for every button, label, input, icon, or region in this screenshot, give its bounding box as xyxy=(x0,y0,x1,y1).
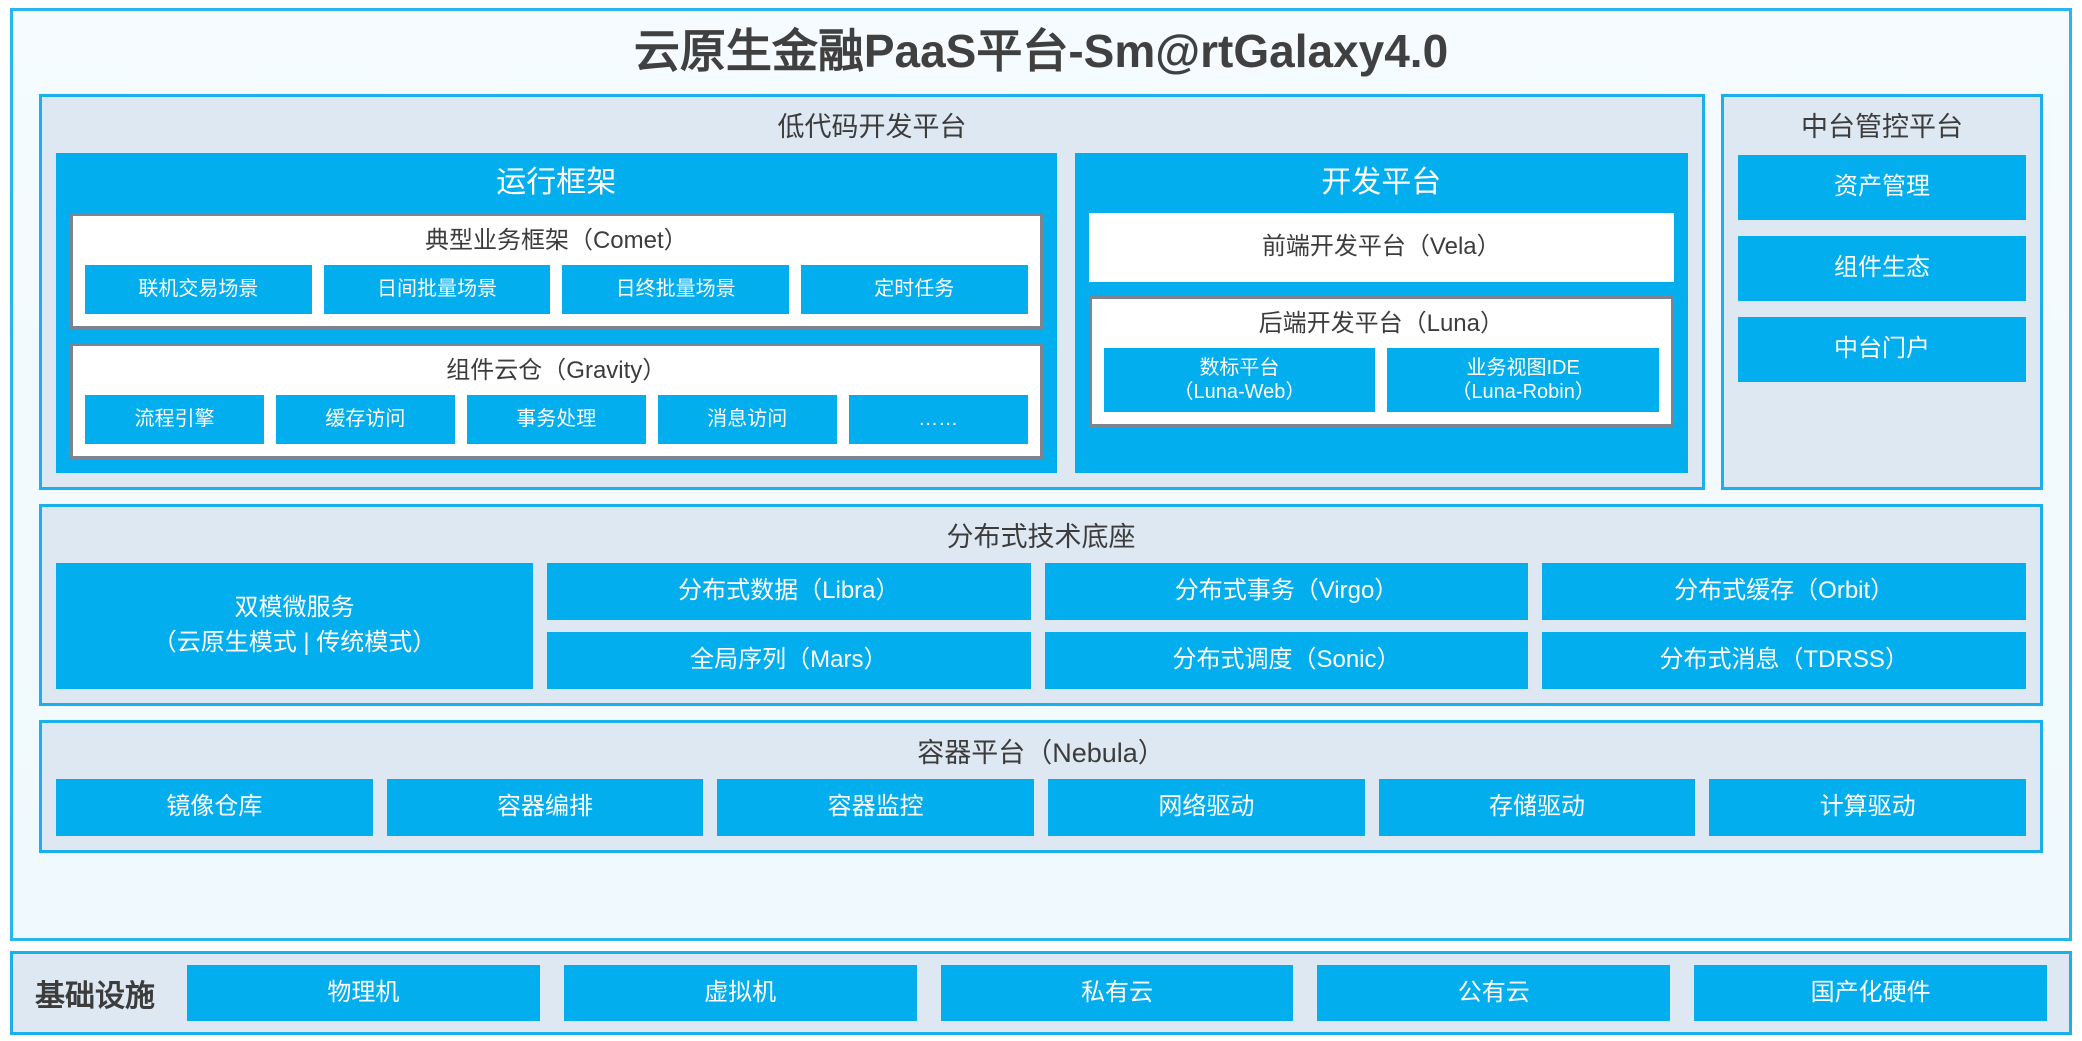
runtime-framework-card: 运行框架 典型业务框架（Comet） 联机交易场景 日间批量场景 日终批量场景 … xyxy=(56,153,1057,473)
devplat-spacer xyxy=(1089,282,1674,296)
distributed-base-title: 分布式技术底座 xyxy=(946,521,1136,552)
gravity-chip-message-access[interactable]: 消息访问 xyxy=(657,394,837,444)
comet-title: 典型业务框架（Comet） xyxy=(424,227,688,255)
luna-chip-luna-web[interactable]: 数标平台 （Luna-Web） xyxy=(1103,347,1376,412)
lowcode-platform-panel: 低代码开发平台 运行框架 典型业务框架（Comet） 联机交易场景 日间批量场景… xyxy=(39,93,1705,490)
midoffice-chip-portal[interactable]: 中台门户 xyxy=(1738,316,2026,382)
infrastructure-chip-list: 物理机 虚拟机 私有云 公有云 国产化硬件 xyxy=(187,964,2047,1022)
infra-chip-physical-machine[interactable]: 物理机 xyxy=(187,964,540,1022)
distributed-column-1: 分布式数据（Libra） 全局序列（Mars） xyxy=(547,563,1031,689)
luna-web-line1: 数标平台 xyxy=(1199,356,1280,379)
gravity-chip-list: 流程引擎 缓存访问 事务处理 消息访问 …… xyxy=(85,394,1028,444)
comet-chip-intraday-batch[interactable]: 日间批量场景 xyxy=(323,265,551,315)
comet-box: 典型业务框架（Comet） 联机交易场景 日间批量场景 日终批量场景 定时任务 xyxy=(70,213,1043,330)
main-architecture-frame: 云原生金融PaaS平台-Sm@rtGalaxy4.0 低代码开发平台 运行框架 … xyxy=(10,8,2072,941)
runtime-spacer xyxy=(70,329,1043,343)
infrastructure-label: 基础设施 xyxy=(35,980,155,1013)
infra-chip-domestic-hardware[interactable]: 国产化硬件 xyxy=(1694,964,2047,1022)
luna-backend-title: 后端开发平台（Luna） xyxy=(1258,310,1504,338)
comet-chip-eod-batch[interactable]: 日终批量场景 xyxy=(562,265,789,315)
gravity-title: 组件云仓（Gravity） xyxy=(446,357,667,385)
distributed-column-2: 分布式事务（Virgo） 分布式调度（Sonic） xyxy=(1044,563,1529,689)
gravity-chip-cache-access[interactable]: 缓存访问 xyxy=(275,394,455,444)
luna-backend-box: 后端开发平台（Luna） 数标平台 （Luna-Web） 业务视图IDE （Lu… xyxy=(1088,296,1674,427)
vela-frontend-box[interactable]: 前端开发平台（Vela） xyxy=(1088,213,1674,283)
container-platform-title: 容器平台（Nebula） xyxy=(917,737,1165,768)
midoffice-chip-asset-management[interactable]: 资产管理 xyxy=(1738,155,2026,221)
dist-chip-virgo[interactable]: 分布式事务（Virgo） xyxy=(1044,563,1529,621)
gravity-box: 组件云仓（Gravity） 流程引擎 缓存访问 事务处理 消息访问 …… xyxy=(70,343,1043,459)
dual-mode-microservice-box[interactable]: 双模微服务 （云原生模式 | 传统模式） xyxy=(56,563,533,689)
luna-chip-list: 数标平台 （Luna-Web） 业务视图IDE （Luna-Robin） xyxy=(1103,347,1659,412)
gravity-chip-transaction-processing[interactable]: 事务处理 xyxy=(466,394,646,444)
infrastructure-bar: 基础设施 物理机 虚拟机 私有云 公有云 国产化硬件 xyxy=(10,951,2072,1035)
container-chip-network-driver[interactable]: 网络驱动 xyxy=(1048,779,1365,837)
infra-chip-public-cloud[interactable]: 公有云 xyxy=(1317,964,1671,1022)
comet-chip-online-transaction[interactable]: 联机交易场景 xyxy=(85,265,312,315)
dist-chip-libra[interactable]: 分布式数据（Libra） xyxy=(547,563,1031,621)
row-spacer-1 xyxy=(39,490,2043,504)
luna-robin-line1: 业务视图IDE xyxy=(1466,356,1580,379)
luna-chip-luna-robin[interactable]: 业务视图IDE （Luna-Robin） xyxy=(1387,347,1659,412)
comet-chip-list: 联机交易场景 日间批量场景 日终批量场景 定时任务 xyxy=(85,265,1028,315)
dual-mode-line2: （云原生模式 | 传统模式） xyxy=(152,629,437,657)
page-title: 云原生金融PaaS平台-Sm@rtGalaxy4.0 xyxy=(633,25,1449,77)
luna-robin-line2: （Luna-Robin） xyxy=(1451,380,1595,403)
dual-mode-line1: 双模微服务 xyxy=(234,594,355,622)
infra-chip-virtual-machine[interactable]: 虚拟机 xyxy=(563,964,917,1022)
midoffice-chip-component-ecosystem[interactable]: 组件生态 xyxy=(1738,236,2026,301)
midoffice-control-panel: 中台管控平台 资产管理 组件生态 中台门户 xyxy=(1721,93,2043,490)
distributed-base-body: 双模微服务 （云原生模式 | 传统模式） 分布式数据（Libra） 全局序列（M… xyxy=(56,563,2027,689)
lowcode-platform-title: 低代码开发平台 xyxy=(777,111,967,142)
container-platform-panel: 容器平台（Nebula） 镜像仓库 容器编排 容器监控 网络驱动 存储驱动 计算… xyxy=(39,719,2043,854)
midoffice-chip-list: 资产管理 组件生态 中台门户 xyxy=(1738,153,2026,473)
comet-chip-scheduled-task[interactable]: 定时任务 xyxy=(800,265,1028,315)
dist-chip-mars[interactable]: 全局序列（Mars） xyxy=(547,632,1031,689)
container-chip-compute-driver[interactable]: 计算驱动 xyxy=(1709,779,2027,837)
container-chip-storage-driver[interactable]: 存储驱动 xyxy=(1378,779,1696,837)
luna-web-line2: （Luna-Web） xyxy=(1173,380,1306,403)
dist-chip-sonic[interactable]: 分布式调度（Sonic） xyxy=(1044,632,1529,689)
container-chip-list: 镜像仓库 容器编排 容器监控 网络驱动 存储驱动 计算驱动 xyxy=(56,779,2027,837)
gravity-chip-more-ellipsis[interactable]: …… xyxy=(848,394,1028,444)
gravity-chip-process-engine[interactable]: 流程引擎 xyxy=(85,394,264,444)
distributed-column-3: 分布式缓存（Orbit） 分布式消息（TDRSS） xyxy=(1542,563,2027,689)
container-chip-monitoring[interactable]: 容器监控 xyxy=(717,779,1035,837)
development-platform-title: 开发平台 xyxy=(1321,166,1442,200)
development-platform-card: 开发平台 前端开发平台（Vela） 后端开发平台（Luna） 数标平台 （Lun… xyxy=(1074,153,1688,473)
distributed-base-panel: 分布式技术底座 双模微服务 （云原生模式 | 传统模式） 分布式数据（Libra… xyxy=(39,503,2043,706)
container-chip-orchestration[interactable]: 容器编排 xyxy=(386,779,704,837)
dist-chip-tdrss[interactable]: 分布式消息（TDRSS） xyxy=(1542,632,2027,689)
dist-chip-orbit[interactable]: 分布式缓存（Orbit） xyxy=(1542,563,2027,621)
row-spacer-2 xyxy=(39,706,2043,720)
container-chip-image-registry[interactable]: 镜像仓库 xyxy=(56,779,373,837)
lowcode-platform-body: 运行框架 典型业务框架（Comet） 联机交易场景 日间批量场景 日终批量场景 … xyxy=(56,153,1688,473)
midoffice-control-title: 中台管控平台 xyxy=(1801,111,1963,142)
runtime-framework-title: 运行框架 xyxy=(496,166,617,200)
infra-chip-private-cloud[interactable]: 私有云 xyxy=(940,964,1294,1022)
top-row: 低代码开发平台 运行框架 典型业务框架（Comet） 联机交易场景 日间批量场景… xyxy=(39,93,2043,490)
